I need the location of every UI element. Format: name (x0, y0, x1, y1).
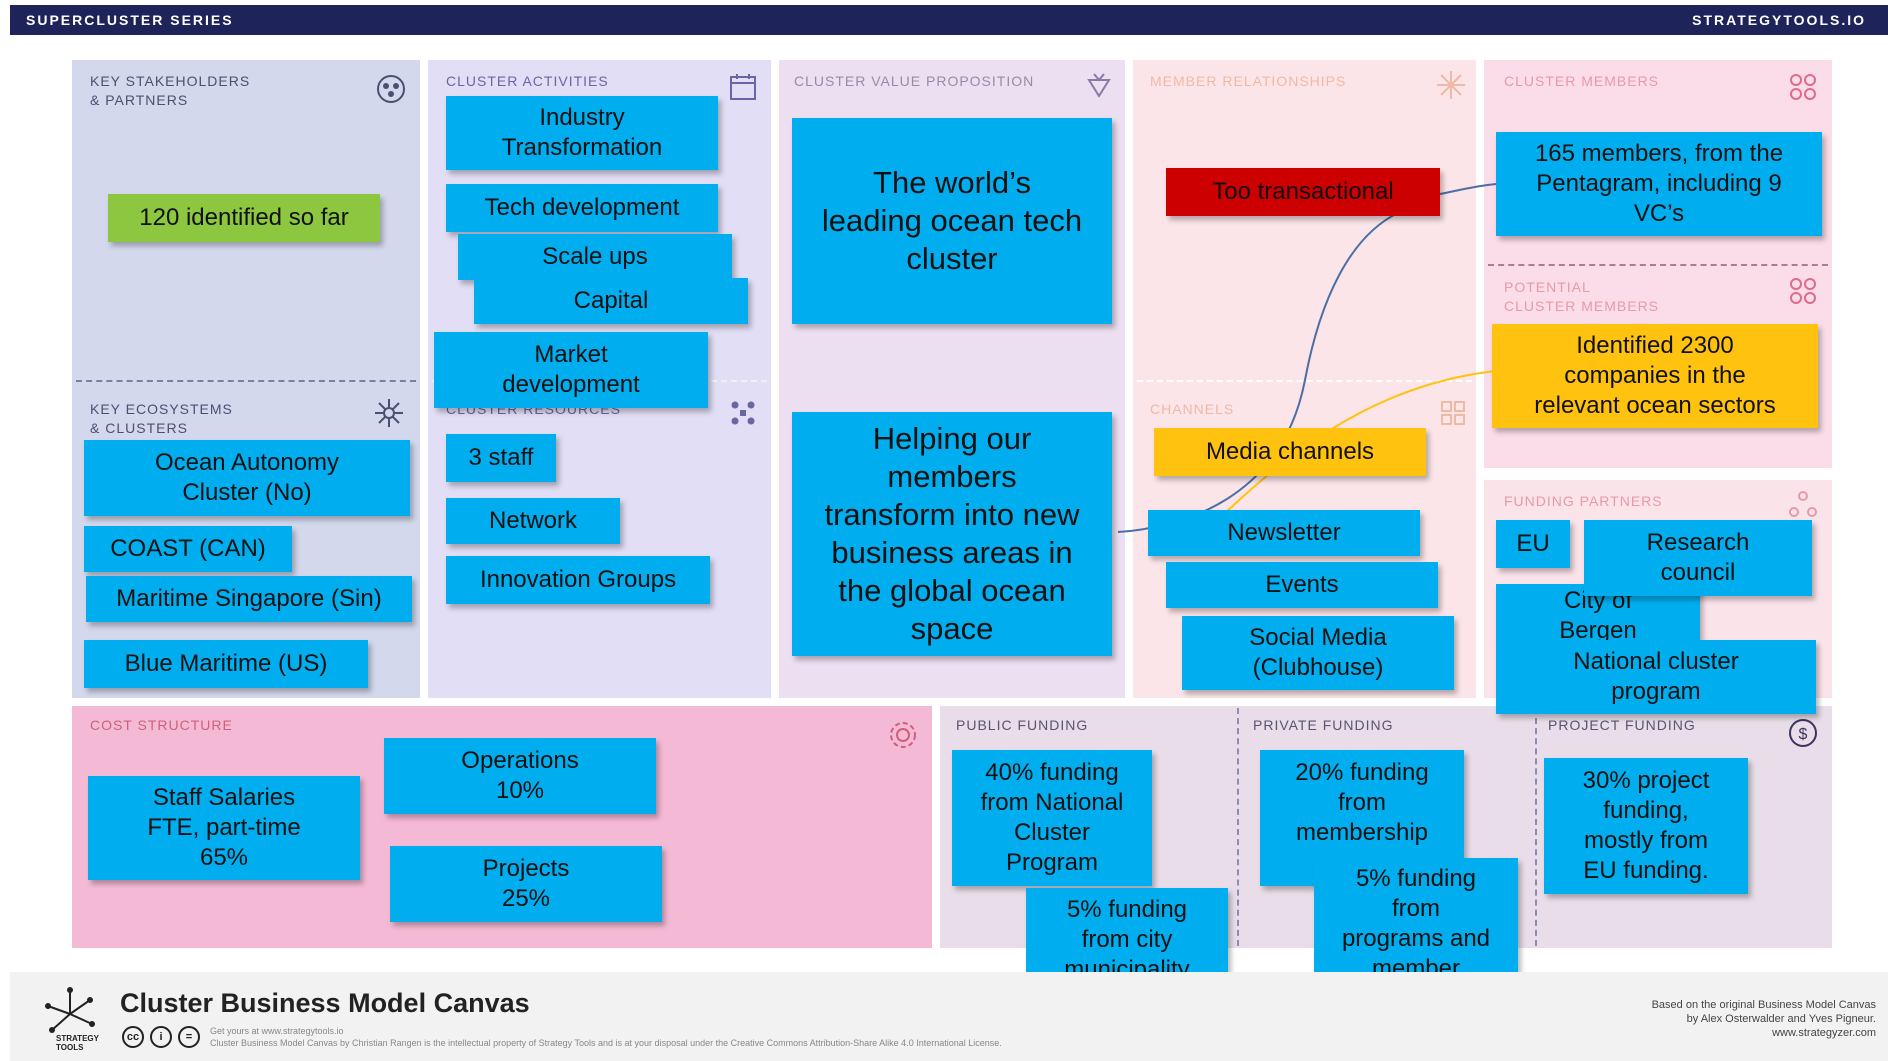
divider-relationships (1137, 380, 1472, 382)
note-industry-transformation: Industry Transformation (446, 96, 718, 170)
label-project-funding: PROJECT FUNDING (1548, 717, 1696, 733)
note-potential-members: Identified 2300 companies in the relevan… (1492, 324, 1818, 428)
note-innovation-groups: Innovation Groups (446, 556, 710, 604)
divider-public-private (1237, 708, 1239, 946)
divider-stakeholders (76, 380, 416, 382)
people-group-icon (1790, 74, 1816, 100)
note-members: 165 members, from the Pentagram, includi… (1496, 132, 1822, 236)
note-public-national: 40% funding from National Cluster Progra… (952, 750, 1152, 886)
people-group-icon-2 (1790, 278, 1816, 304)
ecosystem-network-icon (375, 399, 403, 427)
label-cluster-members: CLUSTER MEMBERS (1504, 73, 1660, 89)
note-research-council: Research council (1584, 520, 1812, 596)
divider-private-project (1535, 708, 1537, 946)
note-project-eu: 30% project funding, mostly from EU fund… (1544, 758, 1748, 894)
label-cluster-activities: CLUSTER ACTIVITIES (446, 73, 609, 89)
label-private-funding: PRIVATE FUNDING (1253, 717, 1394, 733)
note-social-media: Social Media (Clubhouse) (1182, 616, 1454, 690)
top-bar: SUPERCLUSTER SERIES STRATEGYTOOLS.IO (10, 5, 1888, 35)
gear-cost-icon (890, 722, 916, 748)
label-funding-partners: FUNDING PARTNERS (1504, 493, 1663, 509)
note-media-channels: Media channels (1154, 428, 1426, 476)
note-operations: Operations 10% (384, 738, 656, 814)
footer-title: Cluster Business Model Canvas (120, 988, 530, 1018)
credit-text: Based on the original Business Model Can… (1651, 999, 1876, 1039)
note-ocean-autonomy: Ocean Autonomy Cluster (No) (84, 440, 410, 516)
label-potential-members: POTENTIAL CLUSTER MEMBERS (1504, 279, 1660, 314)
note-leading-cluster: The world’s leading ocean tech cluster (792, 118, 1112, 324)
note-national-cluster-program: National cluster program (1496, 640, 1816, 714)
note-eu: EU (1496, 520, 1570, 568)
series-label: SUPERCLUSTER SERIES (26, 12, 234, 28)
note-coast: COAST (CAN) (84, 526, 292, 572)
strategy-tools-logo-icon (45, 987, 95, 1033)
cc-license-icon: cc (122, 1026, 144, 1048)
logo-text: STRATEGY TOOLS (56, 1034, 99, 1052)
note-newsletter: Newsletter (1148, 510, 1420, 556)
note-market-development: Market development (434, 332, 708, 408)
divider-members (1488, 264, 1828, 266)
team-resources-icon (731, 401, 755, 425)
license-line-2: Cluster Business Model Canvas by Christi… (210, 1038, 1002, 1048)
label-public-funding: PUBLIC FUNDING (956, 717, 1089, 733)
note-scale-ups: Scale ups (458, 234, 732, 280)
funding-partners-icon (1789, 491, 1817, 517)
note-too-transactional: Too transactional (1166, 168, 1440, 216)
license-line-1: Get yours at www.strategytools.io (210, 1026, 344, 1036)
note-helping-members: Helping our members transform into new b… (792, 412, 1112, 656)
note-stakeholders: 120 identified so far (108, 194, 380, 242)
dollar-coin-icon: $ (1789, 719, 1817, 747)
cc-attribution-icon: i (150, 1026, 172, 1048)
svg-text:$: $ (1799, 726, 1808, 743)
label-key-ecosystems: KEY ECOSYSTEMS & CLUSTERS (90, 401, 233, 436)
cc-share-alike-icon: = (178, 1026, 200, 1048)
footer (10, 972, 1888, 1061)
label-member-relationships: MEMBER RELATIONSHIPS (1150, 73, 1347, 89)
label-channels: CHANNELS (1150, 401, 1235, 417)
grid-channels-icon (1441, 401, 1465, 425)
label-key-stakeholders: KEY STAKEHOLDERS & PARTNERS (90, 73, 251, 108)
note-blue-maritime: Blue Maritime (US) (84, 640, 368, 688)
note-maritime-singapore: Maritime Singapore (Sin) (86, 576, 412, 622)
calendar-icon (730, 74, 756, 100)
note-three-staff: 3 staff (446, 434, 556, 482)
note-network: Network (446, 498, 620, 544)
network-globe-icon (377, 75, 405, 103)
label-cost-structure: COST STRUCTURE (90, 717, 233, 733)
note-events: Events (1166, 562, 1438, 608)
label-value-proposition: CLUSTER VALUE PROPOSITION (794, 73, 1035, 89)
note-staff-salaries: Staff Salaries FTE, part-time 65% (88, 776, 360, 880)
gift-icon (1087, 73, 1111, 98)
note-capital: Capital (474, 278, 748, 324)
site-label: STRATEGYTOOLS.IO (1692, 12, 1866, 28)
heart-sparkle-icon (1437, 71, 1465, 99)
note-tech-development: Tech development (446, 184, 718, 232)
note-projects: Projects 25% (390, 846, 662, 922)
